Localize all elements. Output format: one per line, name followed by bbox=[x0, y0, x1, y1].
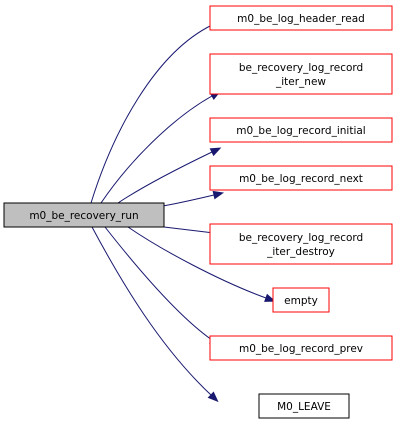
node-m0-be-log-record-next[interactable]: m0_be_log_record_next bbox=[209, 165, 393, 191]
node-label: be_recovery_log_record bbox=[239, 62, 363, 74]
node-label: m0_be_recovery_run bbox=[29, 210, 138, 222]
node-be-recovery-log-record-iter-new[interactable]: be_recovery_log_record _iter_new bbox=[209, 53, 393, 95]
node-box bbox=[209, 5, 393, 31]
node-label: _iter_new bbox=[275, 76, 326, 88]
call-edge bbox=[163, 226, 215, 234]
node-box bbox=[209, 165, 393, 191]
node-label: be_recovery_log_record bbox=[239, 232, 363, 244]
node-be-recovery-log-record-iter-destroy[interactable]: be_recovery_log_record _iter_destroy bbox=[209, 223, 393, 265]
node-label: m0_be_log_header_read bbox=[237, 13, 365, 25]
call-edge bbox=[117, 151, 213, 204]
call-edge bbox=[90, 24, 213, 204]
node-empty[interactable]: empty bbox=[272, 287, 330, 313]
node-m0-leave[interactable]: M0_LEAVE bbox=[258, 393, 350, 419]
node-label: m0_be_log_record_prev bbox=[239, 343, 363, 355]
arrowhead-icon bbox=[212, 190, 225, 200]
node-box bbox=[209, 223, 393, 265]
node-m0-be-log-record-prev[interactable]: m0_be_log_record_prev bbox=[209, 335, 393, 361]
call-edge bbox=[91, 226, 212, 396]
call-edge bbox=[162, 194, 215, 207]
node-label: M0_LEAVE bbox=[277, 401, 331, 413]
node-label: empty bbox=[284, 295, 318, 307]
node-box bbox=[272, 287, 330, 313]
node-box bbox=[209, 53, 393, 95]
call-edge bbox=[127, 226, 267, 299]
node-label: _iter_destroy bbox=[266, 246, 335, 258]
node-box bbox=[209, 335, 393, 361]
arrowhead-icon bbox=[207, 391, 219, 403]
node-m0-be-log-record-initial[interactable]: m0_be_log_record_initial bbox=[209, 117, 393, 143]
callee-nodes: m0_be_log_header_read be_recovery_log_rec… bbox=[209, 5, 393, 419]
node-box bbox=[258, 393, 350, 419]
node-box bbox=[209, 117, 393, 143]
node-m0-be-recovery-run[interactable]: m0_be_recovery_run bbox=[3, 202, 165, 228]
arrowhead-icon bbox=[209, 147, 222, 157]
node-box bbox=[3, 202, 165, 228]
call-edge bbox=[104, 226, 213, 341]
node-label: m0_be_log_record_next bbox=[239, 173, 363, 185]
node-label: m0_be_log_record_initial bbox=[236, 125, 365, 137]
arrowhead-icon bbox=[264, 293, 276, 302]
node-m0-be-log-header-read[interactable]: m0_be_log_header_read bbox=[209, 5, 393, 31]
call-edge bbox=[100, 95, 213, 204]
